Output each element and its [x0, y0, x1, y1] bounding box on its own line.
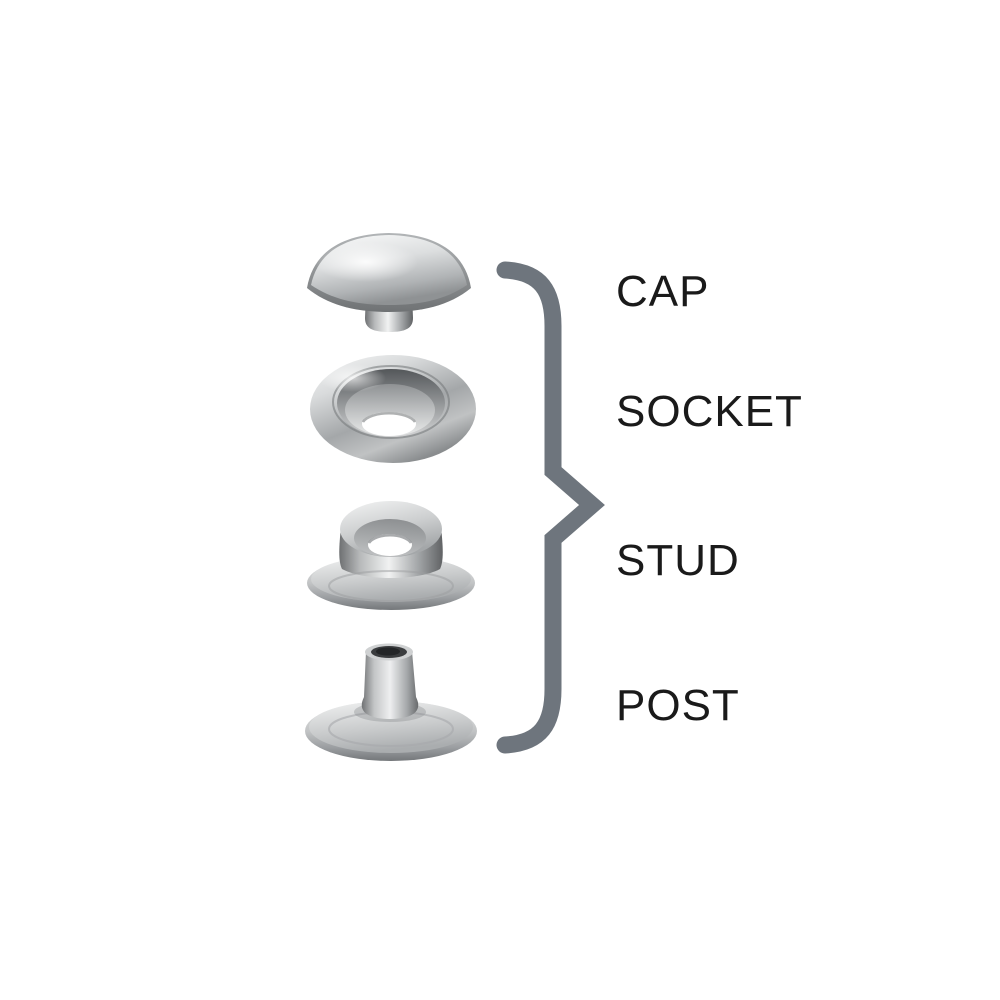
stud-illustration [307, 501, 475, 610]
curly-brace-icon [496, 261, 605, 754]
socket-hole-shadow [361, 412, 417, 423]
post-illustration [305, 643, 477, 761]
label-stud: STUD [616, 536, 740, 585]
label-post: POST [616, 681, 740, 730]
socket-ring-highlight [318, 364, 386, 392]
socket-illustration [310, 355, 476, 463]
stud-flange-ridge [328, 570, 454, 602]
cap-illustration [307, 233, 471, 332]
post-tube [361, 651, 419, 719]
label-socket: SOCKET [616, 387, 803, 436]
socket-hole [362, 412, 416, 436]
stud-hole-shadow [367, 534, 413, 544]
cap-highlight [314, 242, 418, 282]
stud-hole [368, 534, 412, 556]
post-opening-deep [376, 647, 400, 656]
label-cap: CAP [616, 267, 710, 316]
post-flange-top [309, 701, 473, 753]
socket-ring-inner-edge [332, 365, 450, 439]
